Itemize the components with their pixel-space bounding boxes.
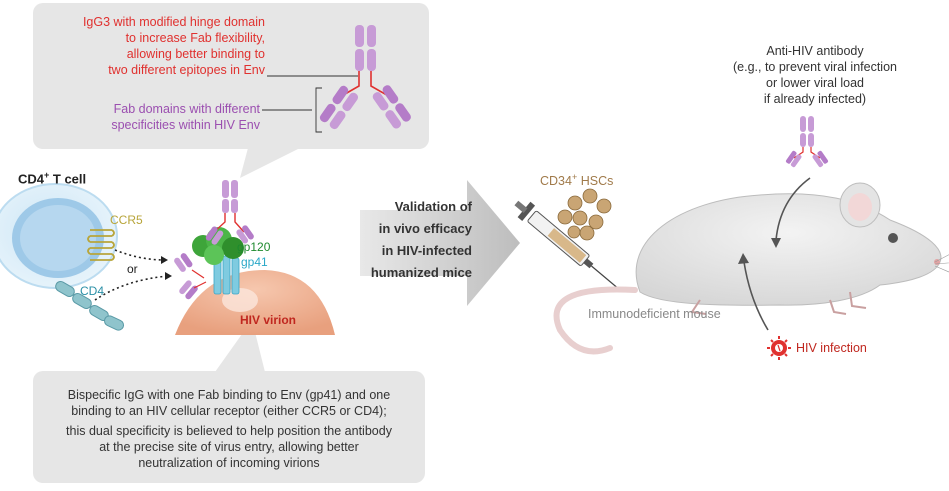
bispecific-line: neutralization of incoming virions [138,456,320,470]
mouse-illustration [553,182,949,355]
t-cell-icon [0,183,118,289]
t-cell-title-rest: T cell [49,171,87,187]
t-cell-title-main: CD4 [18,171,45,187]
infection-arrow [743,261,769,331]
t-cell-title: CD4+ T cell [18,170,86,186]
syringe-icon [514,200,618,289]
t-cell-title-sup: + [44,170,50,180]
validation-text: Validation of in vivo efficacy in HIV-in… [360,196,472,284]
gp120-label: gp120 [237,240,271,254]
purple-bracket [315,87,322,133]
or-label: or [127,262,138,276]
ccr5-label: CCR5 [110,213,143,227]
bispecific-antibody-icon [205,180,254,245]
hsc-label: CD34+ HSCs [540,172,613,188]
cd4-receptor-icon [55,281,125,331]
validation-line: in HIV-infected [381,243,472,258]
gp41-icon [213,255,240,295]
bispecific-line: this dual specificity is believed to hel… [66,424,392,438]
anti-hiv-note: Anti-HIV antibody (e.g., to prevent vira… [730,43,900,107]
igg3-line: IgG3 with modified hinge domain [82,15,265,29]
anti-hiv-line: or lower viral load [766,76,864,90]
hiv-virus-icon [767,336,791,360]
dotted-arrow-ccr5 [114,249,166,261]
hiv-virion-label: HIV virion [240,313,297,327]
anti-hiv-line: if already infected) [763,92,867,106]
bispecific-line: at the precise site of virus entry, allo… [99,440,359,454]
bottom-callout-box [33,371,425,483]
hsc-label-rest: HSCs [577,174,614,189]
anti-hiv-line: (e.g., to prevent viral infection [733,60,897,74]
fab-description: Fab domains with different specificities… [20,101,260,133]
validation-arrow [360,180,520,306]
hsc-cells-icon [557,188,612,241]
igg3-line: two different epitopes in Env [108,63,265,77]
igg3-description: IgG3 with modified hinge domain to incre… [20,14,265,78]
cd4-label: CD4 [80,284,105,298]
bispecific-description: Bispecific IgG with one Fab binding to E… [33,387,425,471]
validation-line: Validation of [394,199,472,214]
igg3-line: allowing better binding to [126,47,265,61]
antibody-injection-arrow [775,177,811,241]
validation-line: in vivo efficacy [378,221,472,236]
hiv-infection-label: HIV infection [796,341,867,355]
hsc-label-main: CD34 [540,174,572,189]
bispecific-fab-icon [174,253,207,300]
top-callout-pointer [240,148,300,178]
dotted-arrow-cd4 [94,275,169,301]
validation-line: humanized mice [370,265,472,280]
fab-line: Fab domains with different [113,102,260,116]
anti-hiv-antibody-icon [785,116,829,168]
ccr5-receptor-icon [87,229,115,261]
bispecific-line: binding to an HIV cellular receptor (eit… [71,404,387,418]
bispecific-line: Bispecific IgG with one Fab binding to E… [67,388,391,402]
igg3-antibody-icon [319,25,411,130]
hsc-label-sup: + [571,172,578,182]
fab-line: specificities within HIV Env [111,118,260,132]
anti-hiv-line: Anti-HIV antibody [766,44,864,58]
mouse-label: Immunodeficient mouse [588,307,721,321]
igg3-line: to increase Fab flexibility, [125,31,265,45]
gp41-label: gp41 [241,255,268,269]
